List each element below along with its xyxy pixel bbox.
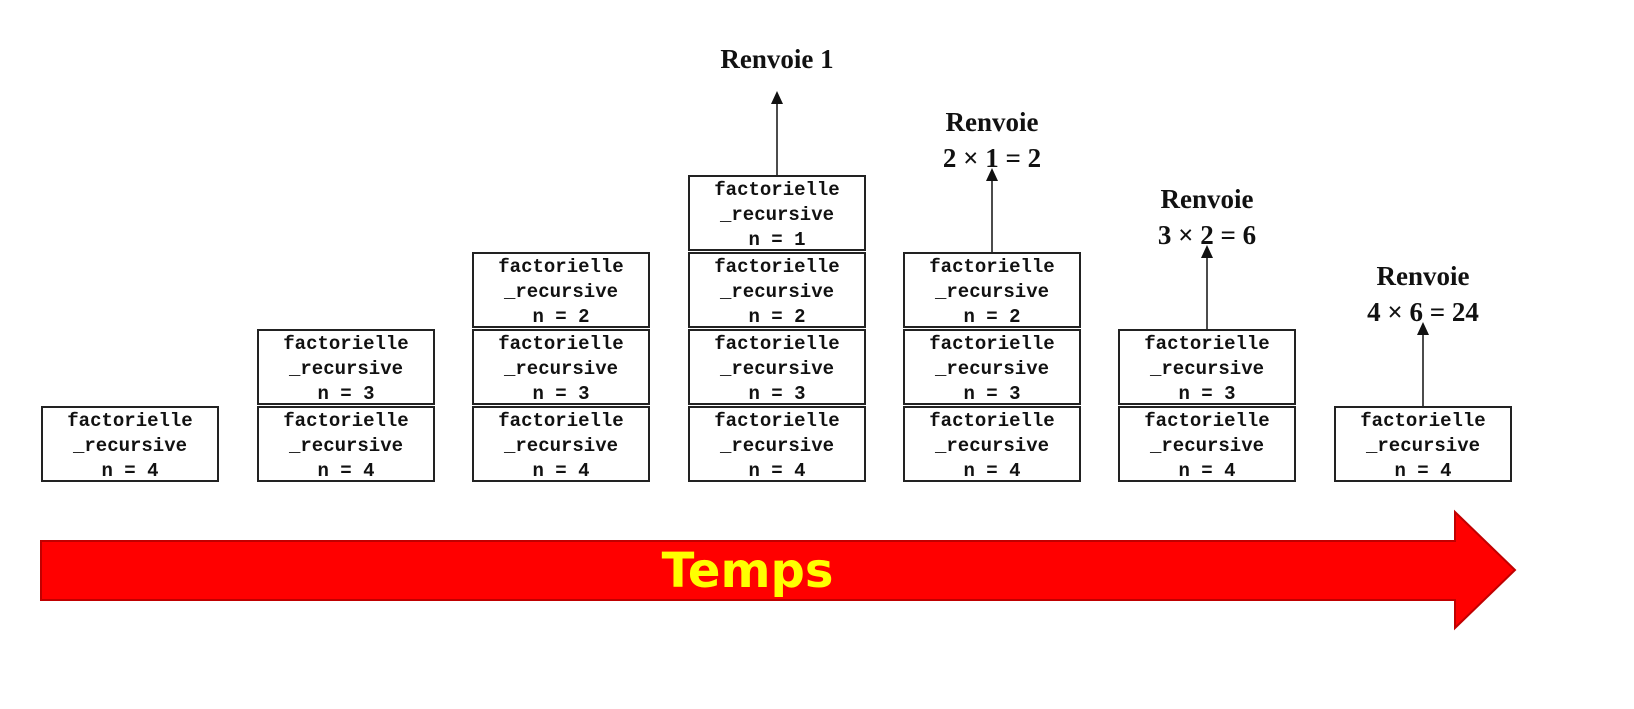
return-label-line: Renvoie (1160, 184, 1254, 214)
frame-function-name: _recursive (719, 435, 835, 457)
arrow-head-icon (986, 168, 998, 181)
return-label-line: 4 × 6 = 24 (1367, 297, 1479, 327)
frame-function-name: _recursive (1365, 435, 1481, 457)
frame-function-name: _recursive (503, 281, 619, 303)
frame-argument: n = 2 (963, 306, 1021, 328)
frame-argument: n = 4 (963, 460, 1021, 482)
frame-argument: n = 3 (532, 383, 590, 405)
frame-function-name: _recursive (288, 358, 404, 380)
frame-function-name: _recursive (934, 358, 1050, 380)
return-label-line: 2 × 1 = 2 (942, 143, 1042, 173)
arrow-head-icon (771, 91, 783, 104)
frame-function-name: _recursive (1149, 435, 1265, 457)
frame-function-name: factorielle (929, 256, 1055, 278)
frame-function-name: factorielle (498, 410, 624, 432)
frame-argument: n = 3 (1178, 383, 1236, 405)
frame-argument: n = 4 (1394, 460, 1452, 482)
frame-function-name: factorielle (929, 410, 1055, 432)
frame-function-name: factorielle (929, 333, 1055, 355)
frame-function-name: factorielle (283, 333, 409, 355)
frame-function-name: _recursive (288, 435, 404, 457)
arrow-head-icon (1201, 245, 1213, 258)
frame-argument: n = 3 (963, 383, 1021, 405)
frame-argument: n = 2 (748, 306, 806, 328)
return-label-line: 3 × 2 = 6 (1157, 220, 1257, 250)
frame-function-name: _recursive (503, 358, 619, 380)
return-label-line: Renvoie (1376, 261, 1470, 291)
frame-function-name: _recursive (719, 281, 835, 303)
return-label: Renvoie 3 × 2 = 6 (1087, 181, 1327, 253)
frame-function-name: factorielle (1144, 333, 1270, 355)
return-label: Renvoie 2 × 1 = 2 (872, 104, 1112, 176)
return-label-line: Renvoie (945, 107, 1039, 137)
return-label-line: Renvoie 1 (720, 44, 834, 74)
return-label: Renvoie 1 (657, 41, 897, 77)
frame-function-name: _recursive (719, 358, 835, 380)
time-label: Temps (661, 543, 834, 599)
frame-function-name: factorielle (714, 256, 840, 278)
frame-argument: n = 4 (532, 460, 590, 482)
frame-function-name: factorielle (714, 333, 840, 355)
frame-function-name: factorielle (283, 410, 409, 432)
frame-function-name: factorielle (498, 256, 624, 278)
frame-function-name: factorielle (1360, 410, 1486, 432)
frame-function-name: _recursive (1149, 358, 1265, 380)
frame-function-name: _recursive (719, 204, 835, 226)
time-arrow-shape (40, 509, 1517, 631)
frame-argument: n = 4 (748, 460, 806, 482)
frame-function-name: factorielle (498, 333, 624, 355)
frame-function-name: factorielle (67, 410, 193, 432)
frame-argument: n = 3 (317, 383, 375, 405)
frame-argument: n = 4 (1178, 460, 1236, 482)
return-label: Renvoie 4 × 6 = 24 (1303, 258, 1543, 330)
frame-argument: n = 3 (748, 383, 806, 405)
frame-argument: n = 4 (101, 460, 159, 482)
frame-argument: n = 2 (532, 306, 590, 328)
frame-argument: n = 4 (317, 460, 375, 482)
frame-function-name: factorielle (714, 410, 840, 432)
frame-function-name: _recursive (934, 281, 1050, 303)
frame-function-name: factorielle (714, 179, 840, 201)
frame-argument: n = 1 (748, 229, 806, 251)
frame-function-name: factorielle (1144, 410, 1270, 432)
frame-function-name: _recursive (503, 435, 619, 457)
arrow-head-icon (1417, 322, 1429, 335)
frame-function-name: _recursive (72, 435, 188, 457)
frame-function-name: _recursive (934, 435, 1050, 457)
